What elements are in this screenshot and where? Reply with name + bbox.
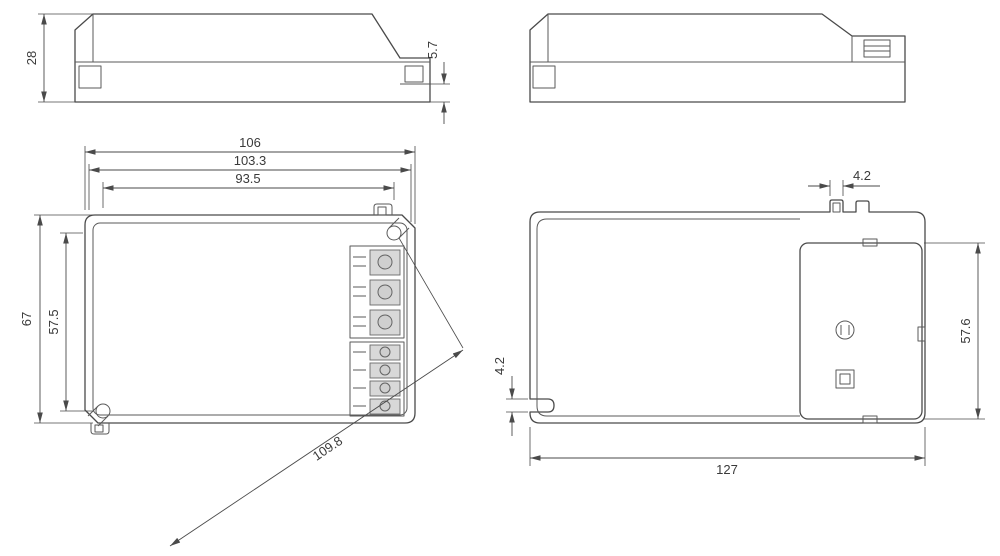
side-view-right bbox=[529, 13, 906, 103]
dim-width-outer: 106 bbox=[84, 135, 416, 224]
dim-diagonal: 109.8 bbox=[169, 237, 464, 547]
dim-label-106: 106 bbox=[239, 135, 261, 150]
screw-symbol bbox=[835, 320, 855, 340]
mounting-ear-top bbox=[373, 203, 393, 216]
dim-slot-height: 4.2 bbox=[492, 357, 528, 436]
connector-grille bbox=[863, 39, 891, 58]
mounting-slot-top-right bbox=[386, 217, 410, 241]
terminal-block-bottom bbox=[349, 341, 405, 417]
terminal-block-top bbox=[349, 245, 405, 339]
mounting-ear-bottom bbox=[90, 423, 110, 435]
ear-slot bbox=[832, 202, 841, 213]
side-left-ear-detail bbox=[404, 65, 424, 83]
bottom-view: 4.2 4.2 127 57.6 bbox=[492, 168, 985, 477]
dim-label-4-2-top: 4.2 bbox=[853, 168, 871, 183]
side-left-endcap-detail bbox=[78, 65, 102, 89]
dim-label-57-6: 57.6 bbox=[958, 318, 973, 343]
dim-bottom-width: 127 bbox=[529, 427, 926, 477]
dim-label-103-3: 103.3 bbox=[234, 153, 267, 168]
cover-clip-right bbox=[917, 326, 926, 342]
bottom-view-outline bbox=[529, 199, 926, 424]
dim-label-57-5: 57.5 bbox=[46, 309, 61, 334]
dim-tab-width: 4.2 bbox=[808, 168, 880, 196]
side-right-endcap-detail bbox=[532, 65, 556, 89]
dim-lip-height: 5.7 bbox=[425, 41, 450, 124]
bottom-view-inner-wall bbox=[536, 218, 800, 417]
dim-label-109-8: 109.8 bbox=[310, 433, 345, 464]
top-view-inner-wall bbox=[92, 222, 408, 416]
side-left-outline bbox=[74, 13, 431, 103]
dim-label-5-7: 5.7 bbox=[425, 41, 440, 59]
dim-cover-height: 57.6 bbox=[924, 242, 985, 420]
dim-width-mid: 103.3 bbox=[88, 153, 412, 222]
dim-label-28: 28 bbox=[24, 51, 39, 65]
dim-width-slots: 93.5 bbox=[102, 171, 395, 208]
side-view-left: 28 5.7 bbox=[24, 13, 450, 124]
cover-plate bbox=[799, 238, 926, 424]
dim-overall-height: 28 bbox=[24, 13, 93, 103]
dim-height-slots: 57.5 bbox=[46, 232, 94, 412]
top-view: 106 103.3 93.5 67 57.5 bbox=[19, 135, 464, 547]
cover-clip-bottom bbox=[862, 415, 878, 424]
dim-label-93-5: 93.5 bbox=[235, 171, 260, 186]
side-right-outline bbox=[529, 13, 906, 103]
cover-clip-top bbox=[862, 238, 878, 247]
insulation-symbol bbox=[835, 369, 855, 389]
dim-label-67: 67 bbox=[19, 312, 34, 326]
dim-label-4-2-left: 4.2 bbox=[492, 357, 507, 375]
dim-label-127: 127 bbox=[716, 462, 738, 477]
dim-height-outer: 67 bbox=[19, 214, 93, 424]
